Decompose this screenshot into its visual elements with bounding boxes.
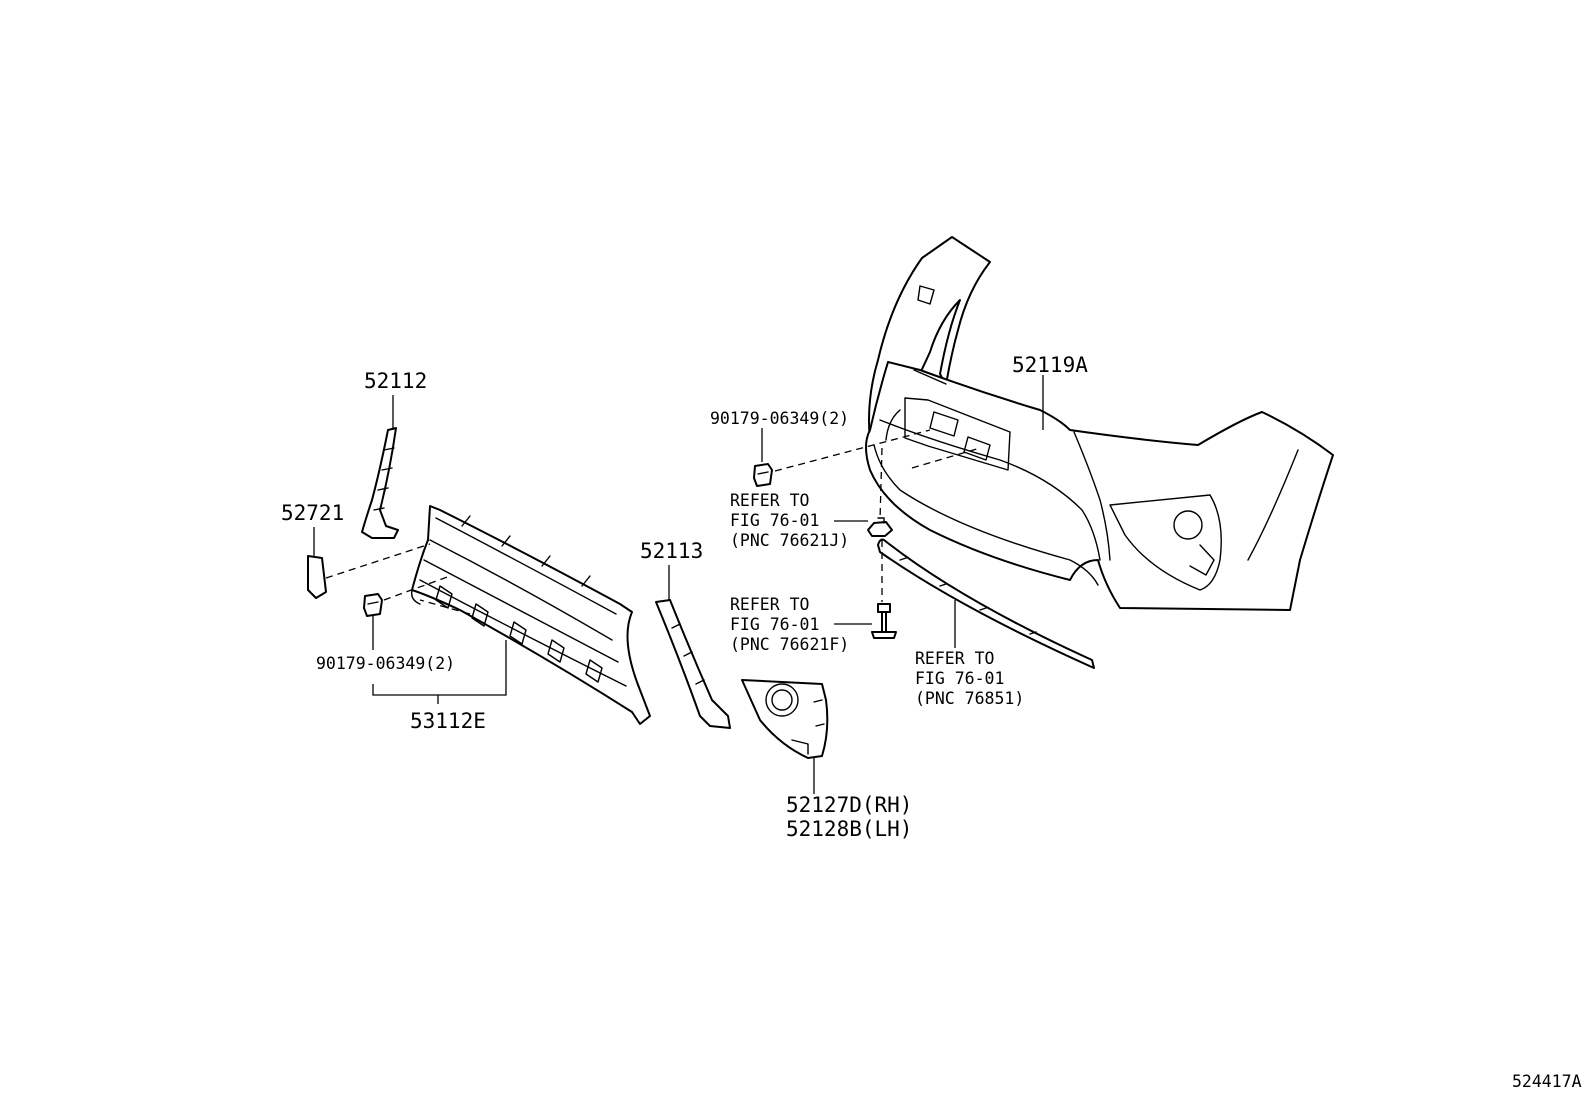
label-ref-b-line1: REFER TO <box>730 595 809 614</box>
assembly-line-1 <box>774 429 931 472</box>
label-52119a[interactable]: 52119A <box>1012 353 1088 377</box>
lower-trim-strip <box>877 538 1095 669</box>
molding-left <box>361 427 399 539</box>
label-ref-c-line1: REFER TO <box>915 649 994 668</box>
clip-76621j <box>867 517 893 537</box>
assembly-line-3 <box>879 447 883 521</box>
assembly-line-7 <box>419 599 471 615</box>
label-ref-c-line2[interactable]: FIG 76-01 <box>915 669 1004 688</box>
label-ref-c-line3[interactable]: (PNC 76851) <box>915 689 1024 708</box>
label-ref-b-line2[interactable]: FIG 76-01 <box>730 615 819 634</box>
label-52721[interactable]: 52721 <box>281 501 344 525</box>
assembly-line-5 <box>325 543 431 579</box>
clip-lower <box>363 593 383 617</box>
label-ref-a-line1: REFER TO <box>730 491 809 510</box>
label-clip-lower[interactable]: 90179-06349(2) <box>316 654 455 673</box>
clip-upper <box>753 463 773 487</box>
leader-53112e <box>372 640 507 704</box>
lower-grille <box>410 505 651 725</box>
molding-right <box>655 599 731 729</box>
label-52113[interactable]: 52113 <box>640 539 703 563</box>
label-fog-cover-rh[interactable]: 52127D(RH) <box>786 793 912 817</box>
label-clip-upper[interactable]: 90179-06349(2) <box>710 409 849 428</box>
label-52112[interactable]: 52112 <box>364 369 427 393</box>
label-ref-a-line3[interactable]: (PNC 76621J) <box>730 531 849 550</box>
label-ref-a-line2[interactable]: FIG 76-01 <box>730 511 819 530</box>
label-53112e[interactable]: 53112E <box>410 709 486 733</box>
figure-id: 524417A <box>1512 1072 1582 1091</box>
fog-lamp-cover <box>741 679 829 759</box>
bumper-cover <box>865 236 1334 611</box>
cap-52721 <box>307 555 327 599</box>
screw-76621f <box>871 603 897 639</box>
label-ref-b-line3[interactable]: (PNC 76621F) <box>730 635 849 654</box>
label-fog-cover-lh[interactable]: 52128B(LH) <box>786 817 912 841</box>
